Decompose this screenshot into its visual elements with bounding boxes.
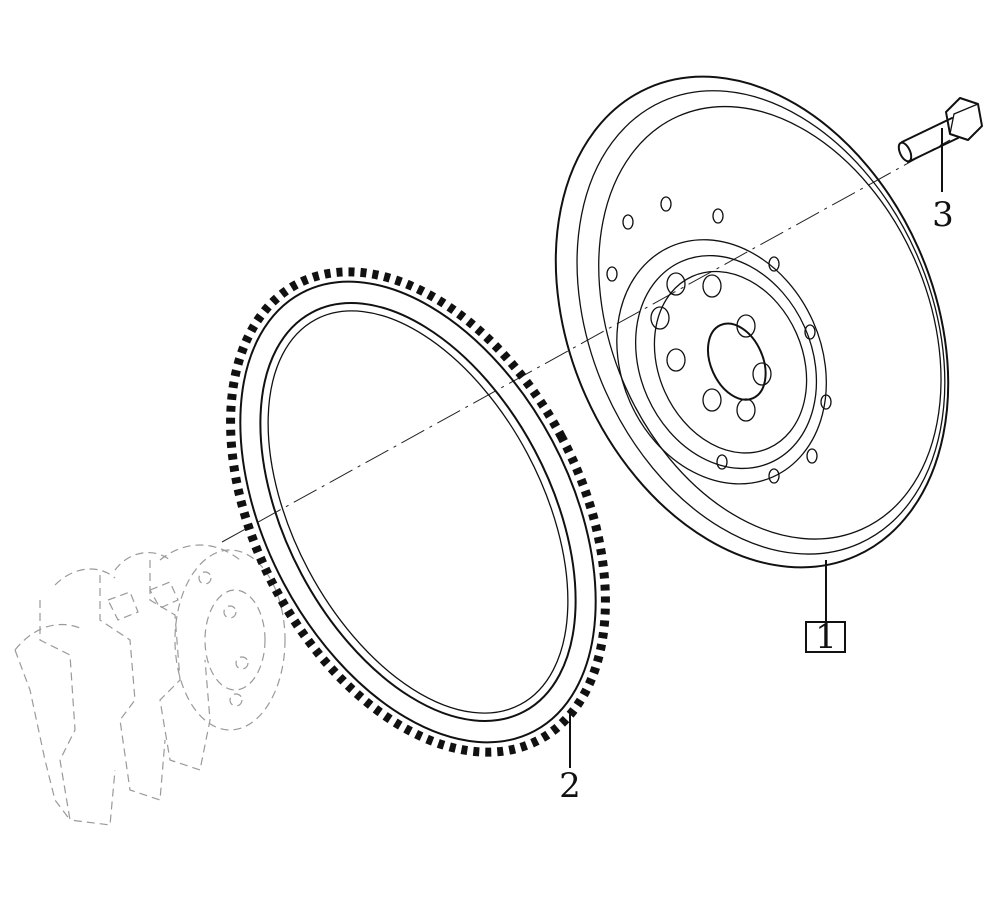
callout-3: 3 [932,195,954,235]
callout-2: 2 [559,766,581,806]
bolt-shank [901,117,959,163]
callout-box-1 [805,621,846,653]
flywheel-center-bore [707,322,767,401]
callout-1: 1 [815,617,837,657]
flywheel-hub-outer [616,239,827,485]
flywheel-inner-bolt-holes [650,272,772,422]
crankshaft-ghost [14,544,286,826]
ring-gear [226,267,610,757]
flywheel-hub-ring [634,254,818,470]
flywheel-face-ring [576,90,946,555]
flywheel-outer-rim [554,75,950,569]
ring-gear-outer-edge [239,280,597,744]
ring-gear-bore [267,310,569,714]
flywheel [554,75,950,569]
center-axis [221,139,951,543]
ring-gear-teeth [226,267,610,757]
bolt [897,97,983,163]
flywheel-step-ring [598,105,942,540]
flywheel-outer-bolt-holes [606,196,832,484]
ring-gear-inner-edge [259,302,577,722]
flywheel-hub-inner [653,270,808,454]
